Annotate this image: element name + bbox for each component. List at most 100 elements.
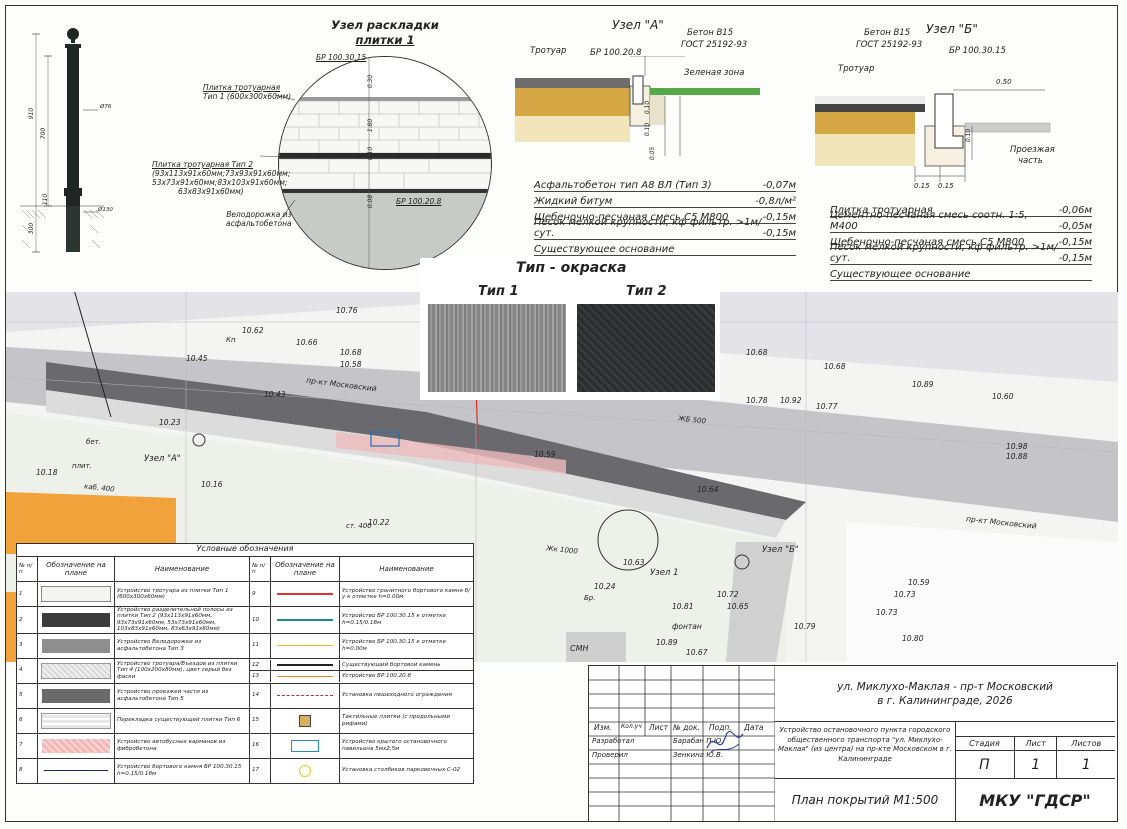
- plan-fountain: фонтан: [672, 622, 702, 631]
- elev: 10.18: [36, 468, 58, 477]
- legend-head-sym-2: Обозначение на плане: [270, 556, 340, 582]
- legend-symbol: [37, 606, 115, 634]
- plan-br: Бр.: [584, 594, 596, 602]
- legend-n: 14: [249, 682, 271, 709]
- legend-row: 6 Перекладка существующей плитки Тип 6 1…: [16, 707, 474, 734]
- node-a-title: Узел "А": [612, 18, 664, 32]
- legend-symbol: [270, 659, 340, 672]
- paving-tile2-l1: (93х113х91х60мм;73х93х91х60мм;: [152, 169, 291, 178]
- node-a-layers: Асфальтобетон тип А8 ВЛ (Тип 3) -0,07м Жи…: [534, 176, 796, 256]
- plan-cmn: СМН: [570, 644, 589, 653]
- layer-row: Щебеночно-песчаная смесь С5 М800 -0,15м: [830, 233, 1092, 249]
- layer-row: Жидкий битум-0,8л/м²: [534, 192, 796, 208]
- layer-row: Цементно-песчаная смесь соотн. 1:5, М400…: [830, 210, 1092, 233]
- elev: 10.68: [340, 348, 362, 357]
- paving-tile2-l3: 63х83х91х60мм): [178, 187, 244, 196]
- legend-line-fence: [277, 695, 333, 697]
- plan-node-b: Узел "Б": [762, 545, 799, 555]
- legend-name: Установка столбиков парковочных С-02: [339, 757, 474, 784]
- elev: 10.73: [894, 590, 916, 599]
- legend-name: Устройство БР 100.30.15 к отметке h=0.00…: [339, 632, 474, 659]
- elev: 10.62: [242, 326, 264, 335]
- paving-leaders: [259, 94, 296, 221]
- legend-head-name: Наименование: [114, 556, 250, 582]
- legend-n: 13: [250, 670, 271, 682]
- node-a-dim-3: 0.05: [649, 146, 657, 161]
- layer-row: Щебеночно-песчаная смесь С5 М800-0,15м: [534, 208, 796, 224]
- legend-line-existing: [277, 664, 333, 666]
- node-b-concrete: Бетон В15: [864, 28, 911, 38]
- elev: 10.64: [697, 485, 719, 494]
- paint-type2-label: Тип 2: [626, 284, 667, 299]
- layer-name: Асфальтобетон тип А8 ВЛ (Тип 3): [534, 180, 712, 191]
- legend-row: 1 Устройство тротуара из плитки Тип 1 (6…: [16, 581, 474, 607]
- paving-tile2-label: Плитка тротуарная Тип 2 (93х113х91х60мм;…: [152, 160, 290, 196]
- legend-n: 5: [16, 682, 38, 709]
- legend-name: Устройство автобусных карманов из фиброб…: [114, 732, 250, 759]
- stamp-drawing: План покрытий М1:500: [775, 778, 955, 822]
- legend-bollard-icon: [299, 764, 311, 777]
- node-b-dim-4: 0.15: [938, 182, 954, 190]
- paving-dim-2: 1.80: [367, 118, 375, 133]
- paint-type2-swatch: [577, 304, 715, 392]
- legend-symbol: [37, 581, 115, 607]
- layer-name: Существующее основание: [830, 269, 971, 280]
- layer-value: -0,05м: [1058, 221, 1092, 232]
- legend-symbol: [37, 757, 115, 784]
- legend-swatch-fiber: [42, 738, 110, 753]
- elev: 10.98: [1006, 442, 1028, 451]
- layer-name: Существующее основание: [534, 244, 675, 255]
- layer-name: Песок мелкой крупности, кф фильтр. >1м/с…: [830, 242, 1058, 264]
- node-b-sidewalk: Тротуар: [838, 64, 875, 74]
- node-a-gost: ГОСТ 25192-93: [681, 40, 748, 50]
- plan-bet: бет.: [86, 438, 101, 446]
- elev: 10.59: [908, 578, 930, 587]
- layer-name: Щебеночно-песчаная смесь С5 М800: [534, 212, 729, 223]
- layer-row: Существующее основание: [830, 265, 1092, 281]
- stamp-org: МКУ "ГДСР": [955, 778, 1115, 822]
- paving-dim-1: 0.30: [367, 74, 375, 89]
- legend-symbol: [270, 707, 340, 734]
- elev: 10.68: [746, 348, 768, 357]
- legend-symbol: [37, 632, 115, 659]
- plan-plit: плит.: [72, 462, 92, 470]
- legend-n: 12: [250, 659, 271, 672]
- stamp-stage-table: Стадия Лист Листов П 1 1: [955, 736, 1115, 779]
- elev: 10.89: [656, 638, 678, 647]
- paving-curb-top: БР 100.30.15: [316, 53, 367, 62]
- layer-value: -0,07м: [762, 180, 796, 191]
- layer-name: Щебеночно-песчаная смесь С5 М800: [830, 237, 1025, 248]
- legend-line-br8: [277, 675, 333, 678]
- paint-title: Тип - окраска: [516, 260, 627, 276]
- paving-bike-line1: Велодорожка из: [226, 210, 292, 219]
- legend-title: Условные обозначения: [16, 543, 474, 556]
- paving-curb-bottom: БР 100.20.8: [396, 197, 442, 206]
- legend-swatch-tile2: [42, 612, 110, 627]
- paving-dim-3: 0.10: [367, 146, 375, 161]
- node-a-section: [515, 56, 760, 156]
- legend-symbol: [37, 732, 115, 759]
- bollard-detail: 910 700 110 300 Ø76 Ø130: [12, 20, 113, 260]
- legend-n: 7: [16, 732, 38, 759]
- stamp-stage-head: Стадия: [955, 736, 1015, 751]
- layer-row: Существующее основание: [534, 240, 796, 256]
- layer-name: Песок мелкой крупности, кф фильтр. >1м/с…: [534, 217, 762, 239]
- legend-n: 16: [249, 732, 271, 759]
- elev: 10.58: [340, 360, 362, 369]
- paving-tile1-line1: Плитка тротуарная: [203, 83, 281, 92]
- layer-value: -0,15м: [1058, 253, 1092, 264]
- stamp-developer: Барабан П.Ю.: [673, 737, 724, 745]
- stamp-head-sign: Подп.: [709, 723, 732, 732]
- legend-pavilion-icon: [291, 739, 319, 752]
- elev: 10.68: [824, 362, 846, 371]
- bollard-dim-total: 910: [28, 107, 36, 120]
- layer-value: -0,15м: [1058, 237, 1092, 248]
- legend-symbol: [270, 606, 340, 634]
- legend-name: Устройство тротуара из плитки Тип 1 (600…: [114, 581, 250, 607]
- legend-name: Установка пешеходного ограждения: [339, 682, 474, 709]
- legend: Условные обозначения № п/п Обозначение н…: [16, 543, 474, 784]
- legend-symbol: [270, 682, 340, 709]
- legend-n: 3: [16, 632, 38, 659]
- stamp-project-l1: ул. Миклухо-Маклая - пр-т Московский: [837, 681, 1053, 693]
- legend-n: 6: [16, 707, 38, 734]
